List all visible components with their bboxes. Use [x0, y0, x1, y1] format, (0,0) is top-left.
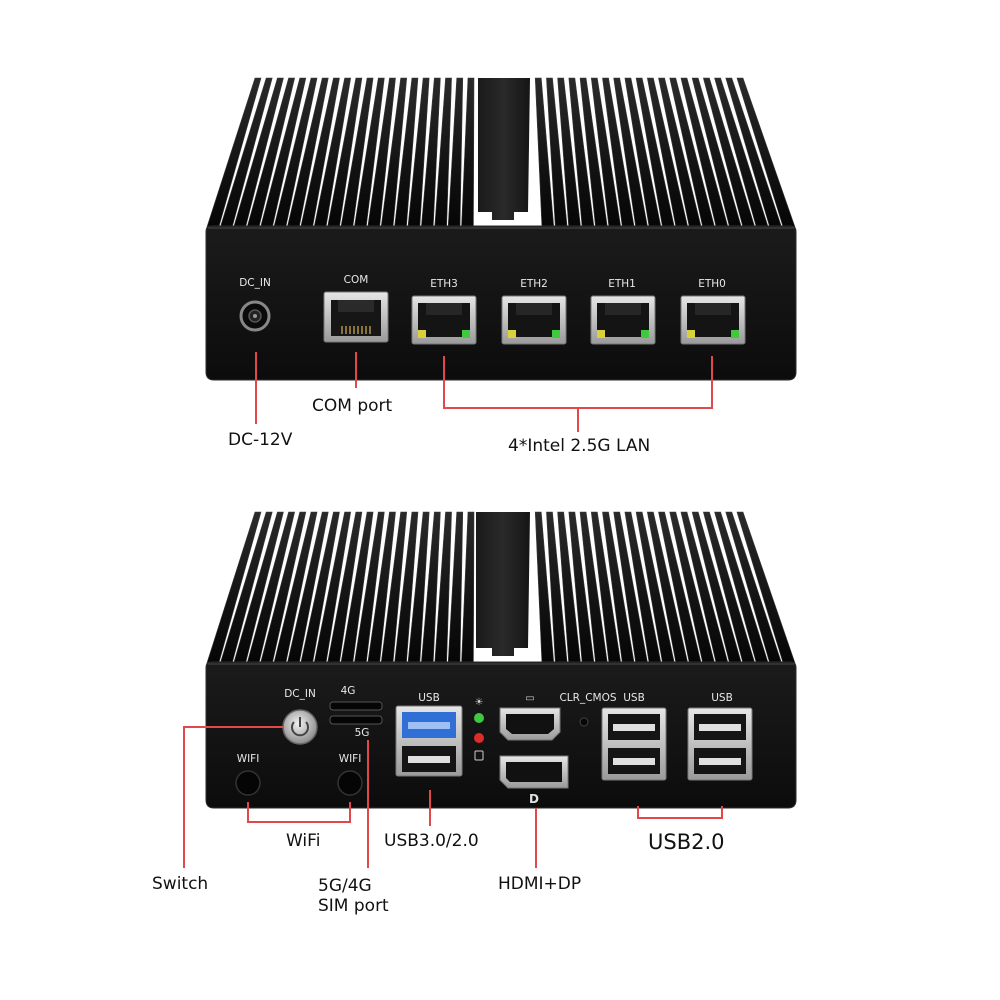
- svg-text:▭: ▭: [525, 693, 534, 704]
- usb2-stack-right: [687, 707, 753, 781]
- callout-com-port: COM port: [312, 396, 393, 416]
- sim-slots: [329, 701, 383, 725]
- bottom-label-clr-cmos: CLR_CMOS: [559, 692, 616, 704]
- bottom-label-dc-in: DC_IN: [284, 688, 316, 700]
- top-callout-lines: [255, 352, 713, 432]
- bottom-mini-pc: DC_IN 4G 5G WIFI WIFI USB ☀: [183, 511, 797, 868]
- top-label-eth3: ETH3: [430, 278, 458, 290]
- bottom-label-5g: 5G: [355, 727, 370, 739]
- callout-dc-12v: DC-12V: [228, 430, 293, 450]
- eth-port-eth3: [411, 295, 477, 345]
- bottom-label-usb-right: USB: [711, 692, 733, 704]
- callout-lan: 4*Intel 2.5G LAN: [508, 436, 651, 456]
- status-leds: ☀: [474, 697, 484, 761]
- callout-sim-line2: SIM port: [318, 896, 389, 916]
- top-label-eth1: ETH1: [608, 278, 636, 290]
- clr-cmos-button: [579, 717, 589, 727]
- eth-port-eth0: [680, 295, 746, 345]
- bottom-label-wifi-left: WIFI: [237, 753, 260, 765]
- top-label-eth2: ETH2: [520, 278, 548, 290]
- bottom-label-usb-left: USB: [418, 692, 440, 704]
- eth-port-eth2: [501, 295, 567, 345]
- eth-port-eth1: [590, 295, 656, 345]
- top-center-channel: [478, 78, 530, 220]
- top-mini-pc: DC_IN COM ETH3 ETH2 ETH1 ETH0: [205, 77, 797, 432]
- bottom-center-channel: [476, 512, 530, 656]
- top-dc-jack: [239, 300, 271, 332]
- power-button: [282, 709, 318, 745]
- bottom-label-4g: 4G: [341, 685, 356, 697]
- bottom-callout-lines: [183, 726, 723, 868]
- callout-wifi: WiFi: [286, 831, 321, 851]
- heatsink-fin: [461, 77, 475, 231]
- svg-text:D: D: [529, 792, 539, 806]
- svg-text:☀: ☀: [475, 697, 484, 708]
- top-label-eth0: ETH0: [698, 278, 726, 290]
- wifi-antenna-right: [337, 770, 363, 796]
- callout-hdmi-dp: HDMI+DP: [498, 874, 582, 894]
- wifi-antenna-left: [235, 770, 261, 796]
- hdmi-port: ▭: [499, 693, 561, 741]
- bottom-heatsink-fins: [205, 511, 797, 667]
- top-heatsink-fins: [205, 77, 797, 231]
- callout-usb3: USB3.0/2.0: [384, 831, 479, 851]
- top-eth-ports: [411, 295, 746, 345]
- usb3-usb2-stack: [395, 705, 463, 777]
- displayport-port: D: [499, 755, 569, 806]
- bottom-label-wifi-right: WIFI: [339, 753, 362, 765]
- heatsink-fin: [461, 511, 475, 667]
- callout-usb2: USB2.0: [648, 830, 725, 854]
- top-label-com: COM: [344, 274, 369, 286]
- usb2-stack-middle: [601, 707, 667, 781]
- callout-switch: Switch: [152, 874, 209, 894]
- top-com-port: [323, 291, 389, 343]
- bottom-label-usb-mid: USB: [623, 692, 645, 704]
- top-label-dc-in: DC_IN: [239, 277, 271, 289]
- callout-sim-line1: 5G/4G: [318, 876, 372, 896]
